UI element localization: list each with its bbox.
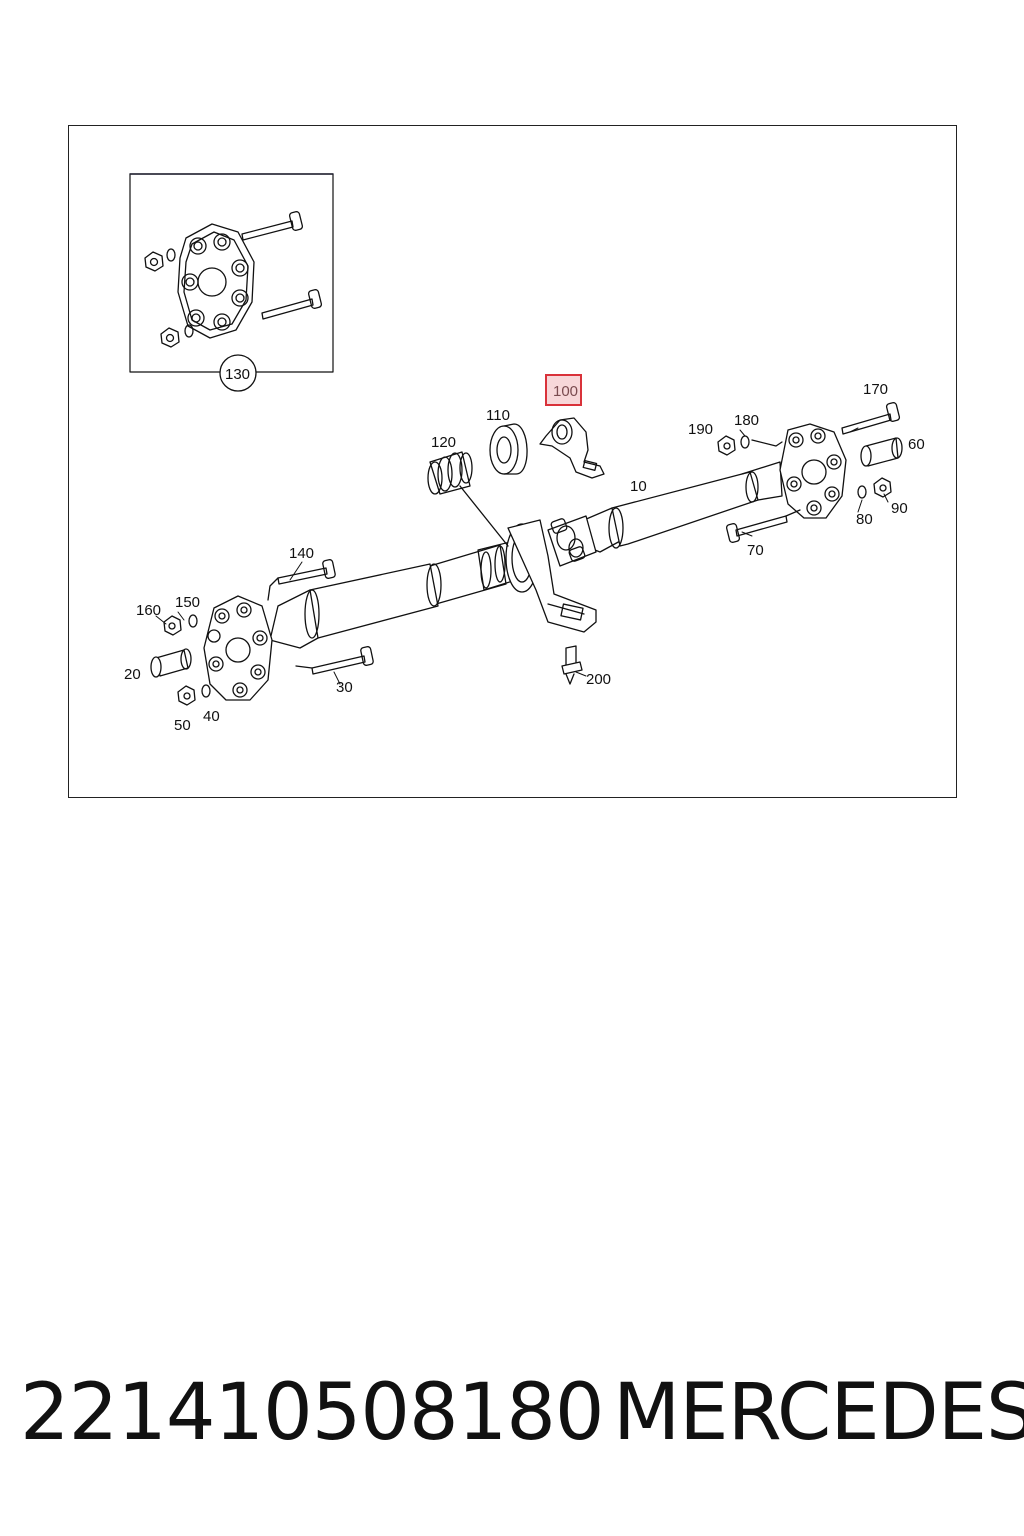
callout-40: 40 (203, 708, 220, 725)
callout-30: 30 (336, 679, 353, 696)
leader-lines (155, 427, 889, 685)
front-flex-disc (203, 595, 273, 701)
footer-caption: 221410508180 MERCEDES (20, 1368, 1024, 1468)
inset-bolt-lower (261, 289, 323, 320)
rear-flex-disc (779, 423, 847, 519)
callout-circle-130 (219, 354, 257, 392)
center-bearing-mounted (505, 519, 597, 633)
sleeve-60 (860, 437, 903, 467)
callout-180: 180 (734, 412, 759, 429)
boot-120 (427, 451, 509, 547)
callout-140: 140 (289, 545, 314, 562)
nut-90 (873, 477, 892, 498)
callout-110: 110 (486, 407, 510, 424)
sleeve-20 (150, 648, 192, 678)
inset-nut-upper (144, 248, 176, 272)
flex-disc-130 (177, 223, 255, 339)
washer-150 (188, 614, 198, 628)
callout-170: 170 (863, 381, 888, 398)
part-number-text: 221410508180 (20, 1368, 605, 1458)
nut-190 (717, 435, 736, 456)
washer-180 (740, 435, 783, 449)
bearing-110 (489, 423, 528, 475)
inset-nut-lower (160, 324, 194, 348)
bolt-170 (841, 402, 901, 435)
callout-200: 200 (586, 671, 611, 688)
callout-90: 90 (891, 500, 908, 517)
callout-160: 160 (136, 602, 161, 619)
callout-120: 120 (431, 434, 456, 451)
callout-150: 150 (175, 594, 200, 611)
callout-100: 100 (553, 383, 578, 400)
bolt-70 (725, 509, 801, 543)
inset-bolt-upper (241, 211, 304, 241)
callout-60: 60 (908, 436, 925, 453)
callout-20: 20 (124, 666, 141, 683)
flex-disc-inset (129, 173, 334, 373)
callout-190: 190 (688, 421, 713, 438)
callout-130: 130 (225, 366, 250, 383)
callout-80: 80 (856, 511, 873, 528)
bolt-140 (267, 559, 336, 601)
callout-10: 10 (630, 478, 647, 495)
nut-160 (163, 615, 182, 636)
propeller-shaft (269, 461, 783, 649)
screw-200 (561, 645, 583, 685)
bolt-30 (295, 646, 374, 675)
diagram-frame (68, 125, 957, 798)
center-support-100 (539, 417, 605, 479)
callout-highlight-100 (545, 374, 582, 406)
brand-text: MERCEDES (613, 1368, 1024, 1458)
nut-50 (177, 685, 196, 706)
callout-50: 50 (174, 717, 191, 734)
washer-40 (201, 684, 211, 698)
callout-70: 70 (747, 542, 764, 559)
washer-80 (857, 485, 867, 499)
